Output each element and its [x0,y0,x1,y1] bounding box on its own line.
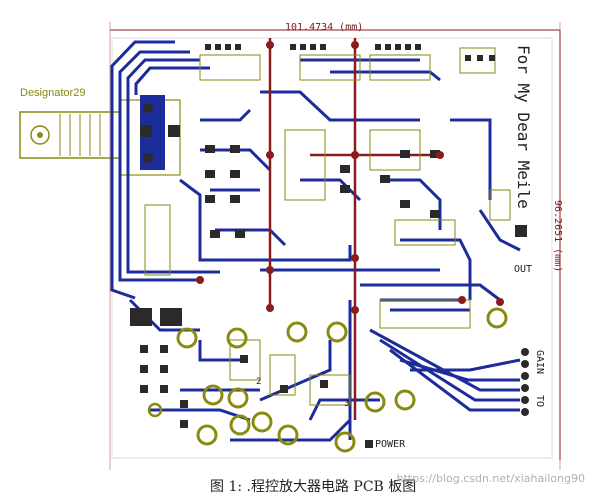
width-dimension: 101.4734 (mm) [109,22,561,470]
smd-pads [130,44,527,448]
via-connectors [268,38,440,420]
board-outline [111,37,553,459]
trace-bundle-left [110,40,521,442]
height-dimension: 96.2651 (mm) [552,30,563,460]
bnc-connector [19,95,181,176]
vias [196,41,504,314]
watermark: https://blog.csdn.net/xiahailong90 [396,472,585,485]
power-label: POWER [375,439,406,450]
height-dimension-label: 96.2651 (mm) [552,200,563,272]
gain-connector [521,348,529,416]
board-title: For My Dear Meile [514,45,533,209]
designator-label: Designator29 [20,87,85,99]
ic-footprints [144,47,511,406]
through-hole-pads [147,307,508,453]
pcb-layout: 101.4734 (mm) 96.2651 (mm) Designator29 [19,22,563,470]
out-label: OUT [514,264,532,275]
gain-label: GAIN [534,350,545,374]
to-label: TO [534,395,545,407]
pad-number-3: 3 [344,399,349,409]
pad-number-2: 2 [256,377,261,387]
caption-row: 图 1: .程控放大器电路 PCB 板图 https://blog.csdn.n… [0,470,593,500]
figure-caption: 图 1: .程控放大器电路 PCB 板图 [210,479,417,495]
width-dimension-label: 101.4734 (mm) [285,22,363,33]
